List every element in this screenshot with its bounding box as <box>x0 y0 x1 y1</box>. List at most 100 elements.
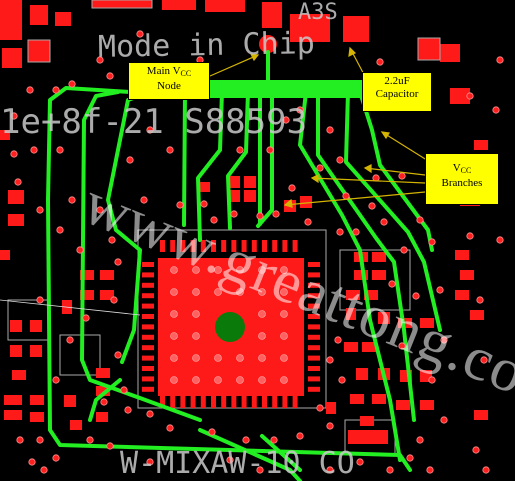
via <box>166 146 174 154</box>
thermal-via <box>236 354 244 362</box>
passive-pad <box>228 176 240 188</box>
passive-pad <box>346 308 356 320</box>
ic-pin <box>251 396 257 408</box>
via <box>398 172 406 180</box>
via <box>326 126 334 134</box>
via <box>296 106 304 114</box>
ic-pin <box>142 293 154 299</box>
ic-pin <box>231 396 237 408</box>
main-vcc-node <box>259 35 277 53</box>
via <box>266 146 274 154</box>
thermal-via <box>258 332 266 340</box>
via <box>36 436 44 444</box>
ic-pin <box>211 396 216 408</box>
ic-pin <box>221 240 227 252</box>
ic-pin <box>308 282 320 288</box>
thermal-via <box>192 310 200 318</box>
thermal-via <box>280 354 288 362</box>
silk-top-line: Mode in Chip <box>97 26 316 65</box>
via <box>400 246 408 254</box>
via <box>96 56 104 64</box>
ic-pin <box>308 355 320 361</box>
callout-vcc-branches: VCC Branches <box>425 153 499 205</box>
ic-pin <box>142 303 154 309</box>
thermal-via <box>214 354 222 362</box>
via <box>416 436 424 444</box>
silk-top-right: A3S <box>298 0 338 25</box>
thermal-via <box>192 266 200 274</box>
ic-pin <box>160 240 165 252</box>
ic-pin <box>180 240 186 252</box>
ic-pin <box>308 345 320 351</box>
thermal-via <box>170 266 178 274</box>
ic-pin <box>262 240 267 252</box>
via <box>36 296 44 304</box>
thermal-via <box>192 376 200 384</box>
passive-pad <box>300 196 312 208</box>
passive-pad <box>64 395 76 407</box>
via <box>436 286 444 294</box>
ic-pin <box>292 396 298 408</box>
via <box>110 296 118 304</box>
via <box>126 156 134 164</box>
via <box>236 146 244 154</box>
via <box>406 454 414 462</box>
thermal-via <box>236 376 244 384</box>
via <box>40 466 48 474</box>
via <box>120 386 128 394</box>
via <box>426 466 434 474</box>
passive-pad <box>100 290 114 300</box>
passive-pad <box>356 368 368 380</box>
via <box>82 314 90 322</box>
thermal-via <box>280 266 288 274</box>
thermal-via <box>214 376 222 384</box>
via <box>282 116 290 124</box>
via <box>480 356 488 364</box>
via <box>108 236 116 244</box>
ic-pin <box>262 396 267 408</box>
passive-pad <box>455 290 469 300</box>
via <box>376 58 384 66</box>
thermal-via <box>280 288 288 296</box>
via <box>440 336 448 344</box>
via <box>304 218 312 226</box>
via <box>466 232 474 240</box>
ic-pin <box>308 293 320 299</box>
ic-pin <box>272 396 278 408</box>
via <box>388 280 396 288</box>
passive-pad <box>0 250 10 260</box>
via <box>208 428 216 436</box>
via <box>14 178 22 186</box>
via <box>68 196 76 204</box>
passive-pad <box>96 412 108 422</box>
ic-pin <box>282 396 288 408</box>
via <box>338 376 346 384</box>
via <box>386 466 394 474</box>
ic-pin <box>231 240 237 252</box>
passive-pad <box>244 176 256 188</box>
via <box>352 228 360 236</box>
via <box>52 86 60 94</box>
passive-pad <box>244 190 256 202</box>
via <box>482 466 490 474</box>
via <box>334 336 342 344</box>
passive-pad <box>364 290 378 300</box>
via <box>226 456 234 464</box>
ic-pin <box>308 262 320 267</box>
passive-pad <box>455 250 469 260</box>
via <box>66 336 74 344</box>
thermal-via <box>170 310 178 318</box>
callout-main-vcc-line1: Main V <box>146 65 181 77</box>
via <box>496 56 504 64</box>
via <box>68 80 76 88</box>
via <box>36 206 44 214</box>
ic-pin <box>200 396 206 408</box>
ic-pin <box>142 282 154 288</box>
via <box>210 216 218 224</box>
via <box>146 126 154 134</box>
thermal-via <box>258 288 266 296</box>
passive-pad <box>10 320 22 332</box>
via <box>52 454 60 462</box>
passive-pad <box>362 342 376 352</box>
via <box>114 351 122 359</box>
